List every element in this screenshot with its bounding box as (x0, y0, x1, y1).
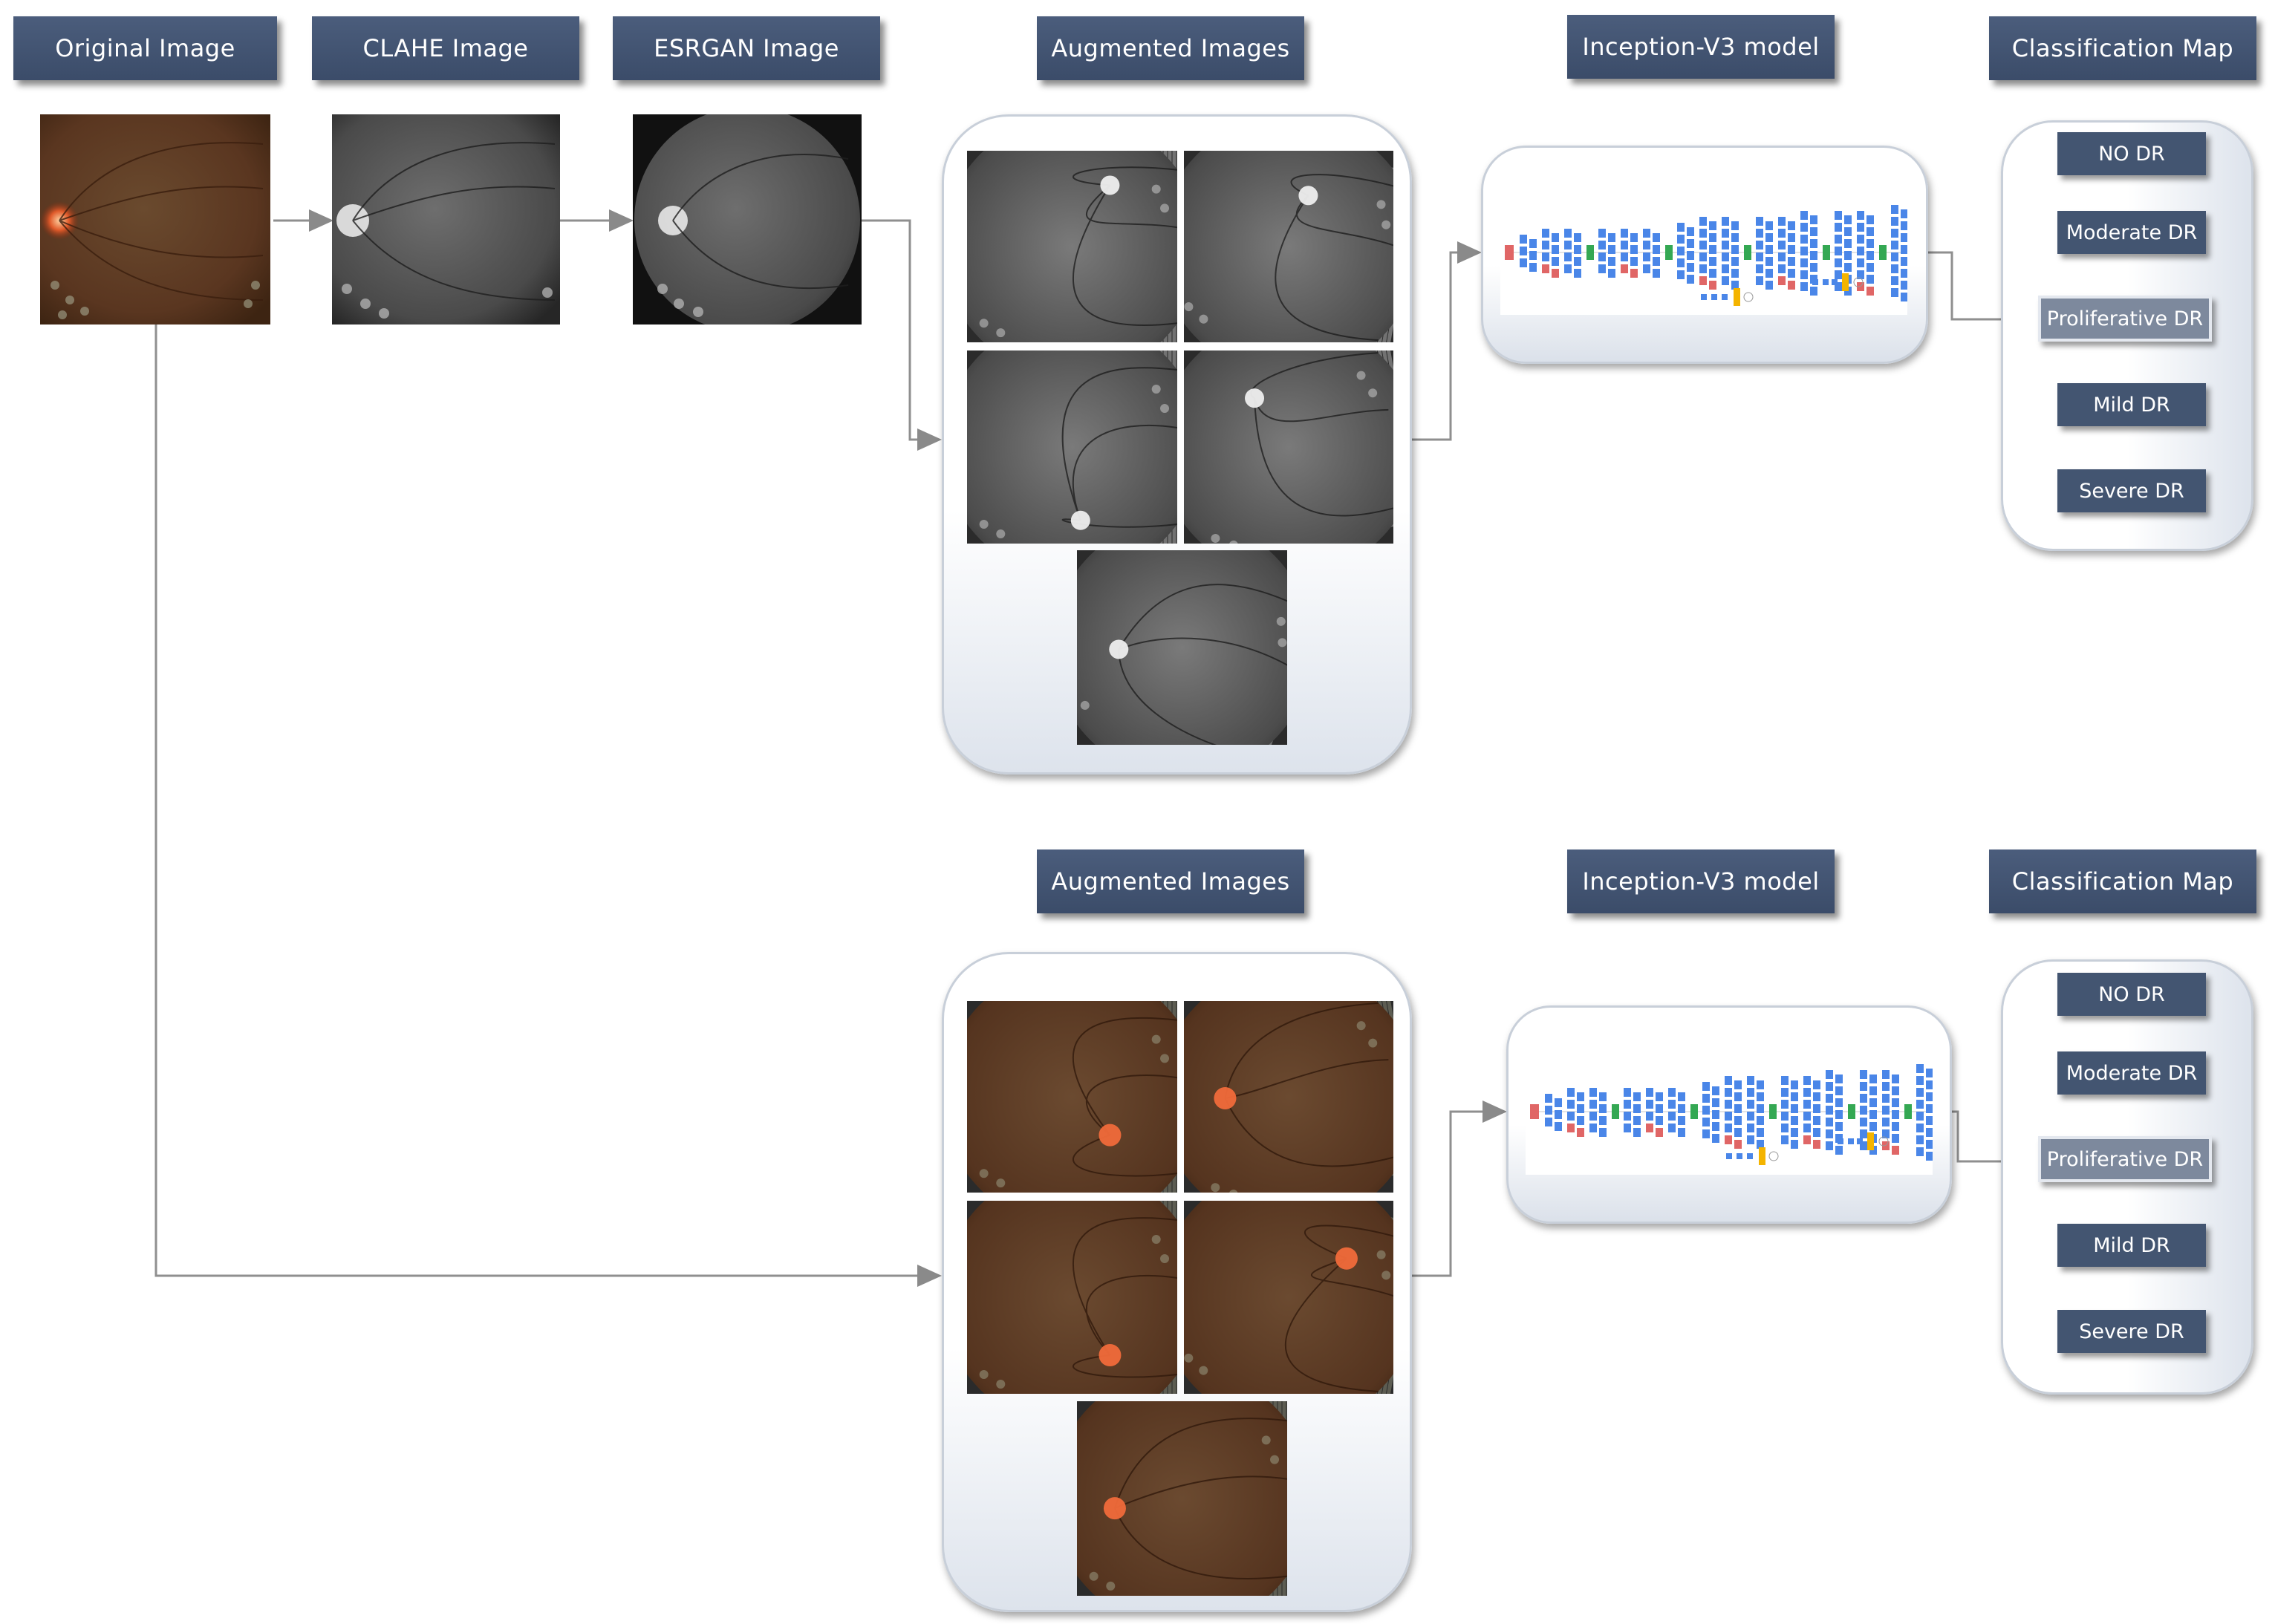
augmented-gray-2 (1184, 151, 1393, 342)
class-proliferative-dr-top: Proliferative DR (2038, 296, 2212, 342)
header-esrgan-image: ESRGAN Image (613, 16, 880, 80)
header-clahe-image: CLAHE Image (312, 16, 579, 80)
class-moderate-dr-top: Moderate DR (2057, 211, 2206, 254)
class-no-dr-bottom: NO DR (2057, 973, 2206, 1016)
header-classification-map-bottom: Classification Map (1989, 849, 2256, 913)
arrow-augmented-to-model-top (1411, 241, 1482, 441)
inception-v3-diagram-bottom (1526, 1049, 1956, 1175)
esrgan-fundus-image (633, 114, 862, 325)
header-inception-model-bottom: Inception-V3 model (1567, 849, 1835, 913)
inception-v3-diagram-top (1500, 190, 1930, 315)
augmented-color-3 (967, 1201, 1177, 1394)
arrow-model-to-classes-bottom (1947, 1110, 2039, 1173)
class-mild-dr-top: Mild DR (2057, 383, 2206, 426)
header-classification-map-top: Classification Map (1989, 16, 2256, 80)
augmented-color-1 (967, 1001, 1177, 1193)
class-mild-dr-bottom: Mild DR (2057, 1224, 2206, 1267)
class-severe-dr-bottom: Severe DR (2057, 1310, 2206, 1353)
arrow-model-to-classes-top (1924, 251, 2039, 330)
augmented-gray-5 (1077, 550, 1287, 745)
header-original-image: Original Image (13, 16, 277, 80)
header-augmented-images-bottom: Augmented Images (1037, 849, 1304, 913)
header-augmented-images-top: Augmented Images (1037, 16, 1304, 80)
augmented-gray-4 (1184, 350, 1393, 544)
class-moderate-dr-bottom: Moderate DR (2057, 1051, 2206, 1095)
class-proliferative-dr-bottom: Proliferative DR (2038, 1136, 2212, 1182)
augmented-color-4 (1184, 1201, 1393, 1394)
augmented-color-2 (1184, 1001, 1393, 1193)
augmented-color-5 (1077, 1401, 1287, 1596)
augmented-gray-3 (967, 350, 1177, 544)
class-severe-dr-top: Severe DR (2057, 469, 2206, 512)
original-fundus-image (40, 114, 270, 325)
arrow-augmented-to-model-bottom (1411, 1100, 1507, 1277)
clahe-fundus-image (332, 114, 560, 325)
header-inception-model-top: Inception-V3 model (1567, 15, 1835, 79)
arrow-original-to-augmented-bottom (154, 325, 942, 1287)
arrow-esrgan-to-augmented (862, 219, 942, 451)
class-no-dr-top: NO DR (2057, 132, 2206, 175)
augmented-gray-1 (967, 151, 1177, 342)
